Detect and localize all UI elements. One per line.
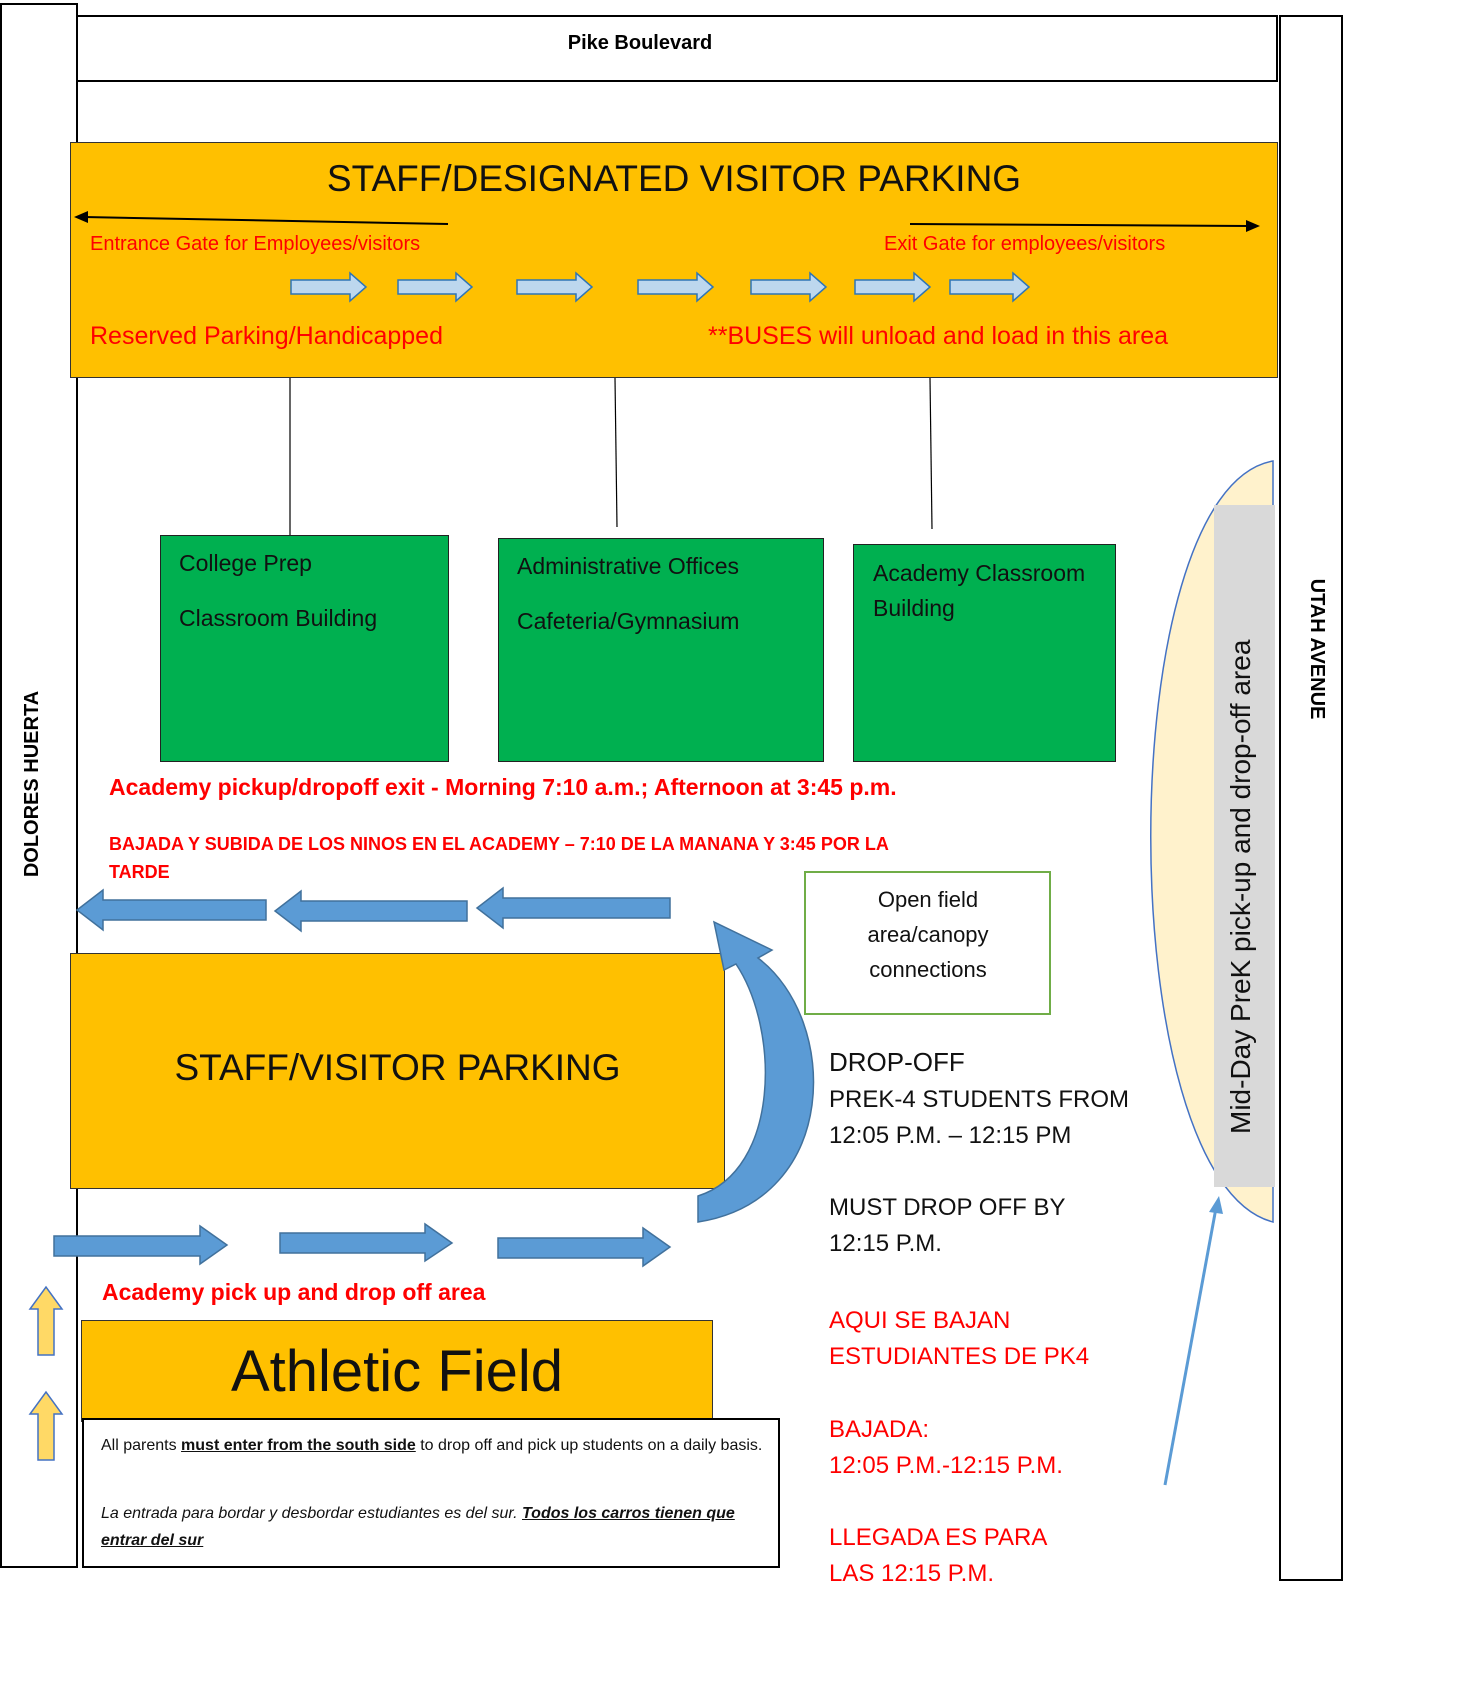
dropoff-es6: LAS 12:15 P.M.: [829, 1560, 994, 1587]
college-prep-line2: Classroom Building: [179, 605, 378, 631]
top-parking-title: STAFF/DESIGNATED VISITOR PARKING: [326, 158, 1022, 199]
exit-flow-arrows: [75, 886, 671, 933]
admin-line1: Administrative Offices: [517, 553, 739, 579]
college-prep-line1: College Prep: [179, 550, 312, 576]
academy-line2: Building: [873, 595, 955, 621]
prek-oval: [1150, 460, 1275, 1223]
left-arrow-icon: [75, 888, 267, 932]
top-parking-lot: [70, 142, 1278, 378]
dropoff-es2: ESTUDIANTES DE PK4: [829, 1343, 1090, 1370]
top-lot-flow-arrows: [290, 271, 1031, 303]
dropoff-line2: 12:05 P.M. – 12:15 PM: [829, 1122, 1072, 1149]
exit-gate-label: Exit Gate for employees/visitors: [884, 233, 1166, 255]
flow-arrow-icon: [854, 271, 932, 303]
prek-pointer-arrow-icon: [1163, 1196, 1223, 1486]
flow-arrow-icon: [290, 271, 368, 303]
dropoff-line4: 12:15 P.M.: [829, 1230, 942, 1257]
dropoff-es1: AQUI SE BAJAN: [829, 1307, 1011, 1334]
lower-parking-title: STAFF/VISITOR PARKING: [174, 1047, 621, 1088]
dropoff-es3: BAJADA:: [829, 1416, 930, 1443]
right-arrow-icon: [53, 1224, 229, 1266]
flow-arrow-icon: [397, 271, 474, 303]
flow-arrow-icon: [949, 271, 1031, 303]
college-prep-building: [160, 535, 449, 762]
spanish-line2-clip: TARDE: [109, 862, 309, 884]
notice-emphasis: must enter from the south side: [181, 1437, 416, 1454]
admin-line2: Cafeteria/Gymnasium: [517, 608, 740, 634]
lower-parking-lot: [70, 953, 725, 1189]
academy-line1: Academy Classroom: [873, 560, 1086, 586]
academy-exit-english: Academy pickup/dropoff exit - Morning 7:…: [109, 774, 897, 800]
athletic-field-label: Athletic Field: [230, 1339, 564, 1404]
academy-building: [853, 544, 1116, 762]
academy-exit-spanish-line2: TARDE: [109, 862, 170, 882]
admin-building: [498, 538, 824, 762]
flow-arrow-icon: [750, 271, 828, 303]
dropoff-line3: MUST DROP OFF BY: [829, 1194, 1066, 1221]
notice-es-text: La entrada para bordar y desbordar estud…: [101, 1505, 522, 1522]
entrance-arrow-icon: [74, 211, 449, 225]
u-turn-arrow-icon: [697, 920, 815, 1223]
left-arrow-icon: [475, 886, 671, 930]
connector-lines: [289, 377, 933, 536]
dropoff-line1: PREK-4 STUDENTS FROM: [829, 1086, 1130, 1113]
north-street: [76, 15, 1278, 82]
south-entry-arrows: [28, 1285, 64, 1461]
flow-arrow-icon: [637, 271, 715, 303]
pike-boulevard-label: Pike Boulevard: [567, 32, 713, 54]
flow-arrow-icon: [516, 271, 594, 303]
notice-paragraph-spanish: La entrada para bordar y desbordar estud…: [101, 1500, 766, 1554]
right-arrow-icon: [279, 1222, 454, 1263]
reserved-parking-label: Reserved Parking/Handicapped: [90, 322, 443, 350]
notice-es-emphasis: Todos los carros tienen que entrar del s…: [101, 1505, 735, 1549]
up-arrow-icon: [28, 1390, 64, 1461]
right-arrow-icon: [497, 1226, 672, 1268]
academy-area-label: Academy pick up and drop off area: [102, 1279, 486, 1305]
notice-text-c: to drop off and pick up students on a da…: [415, 1437, 763, 1454]
east-street: [1279, 15, 1343, 1581]
notice-text-a: All parents: [101, 1437, 182, 1454]
dropoff-heading: DROP-OFF: [829, 1047, 965, 1077]
entrance-gate-label: Entrance Gate for Employees/visitors: [90, 233, 421, 255]
buses-label: **BUSES will unload and load in this are…: [708, 322, 1168, 350]
exit-arrow-icon: [909, 220, 1260, 232]
notice-box: [82, 1418, 780, 1568]
open-field-box: [804, 871, 1051, 1015]
entry-flow-arrows: [53, 1222, 672, 1268]
left-arrow-icon: [273, 889, 468, 933]
dropoff-es5: LLEGADA ES PARA: [829, 1524, 1048, 1551]
up-arrow-icon: [28, 1285, 64, 1356]
academy-exit-spanish-line1: BAJADA Y SUBIDA DE LOS NINOS EN EL ACADE…: [109, 834, 889, 854]
athletic-field: [81, 1320, 713, 1422]
notice-paragraph-english: All parents must enter from the south si…: [101, 1432, 766, 1459]
open-field-label: Open field area/canopy connections: [867, 887, 989, 982]
dropoff-es4: 12:05 P.M.-12:15 P.M.: [829, 1452, 1063, 1479]
